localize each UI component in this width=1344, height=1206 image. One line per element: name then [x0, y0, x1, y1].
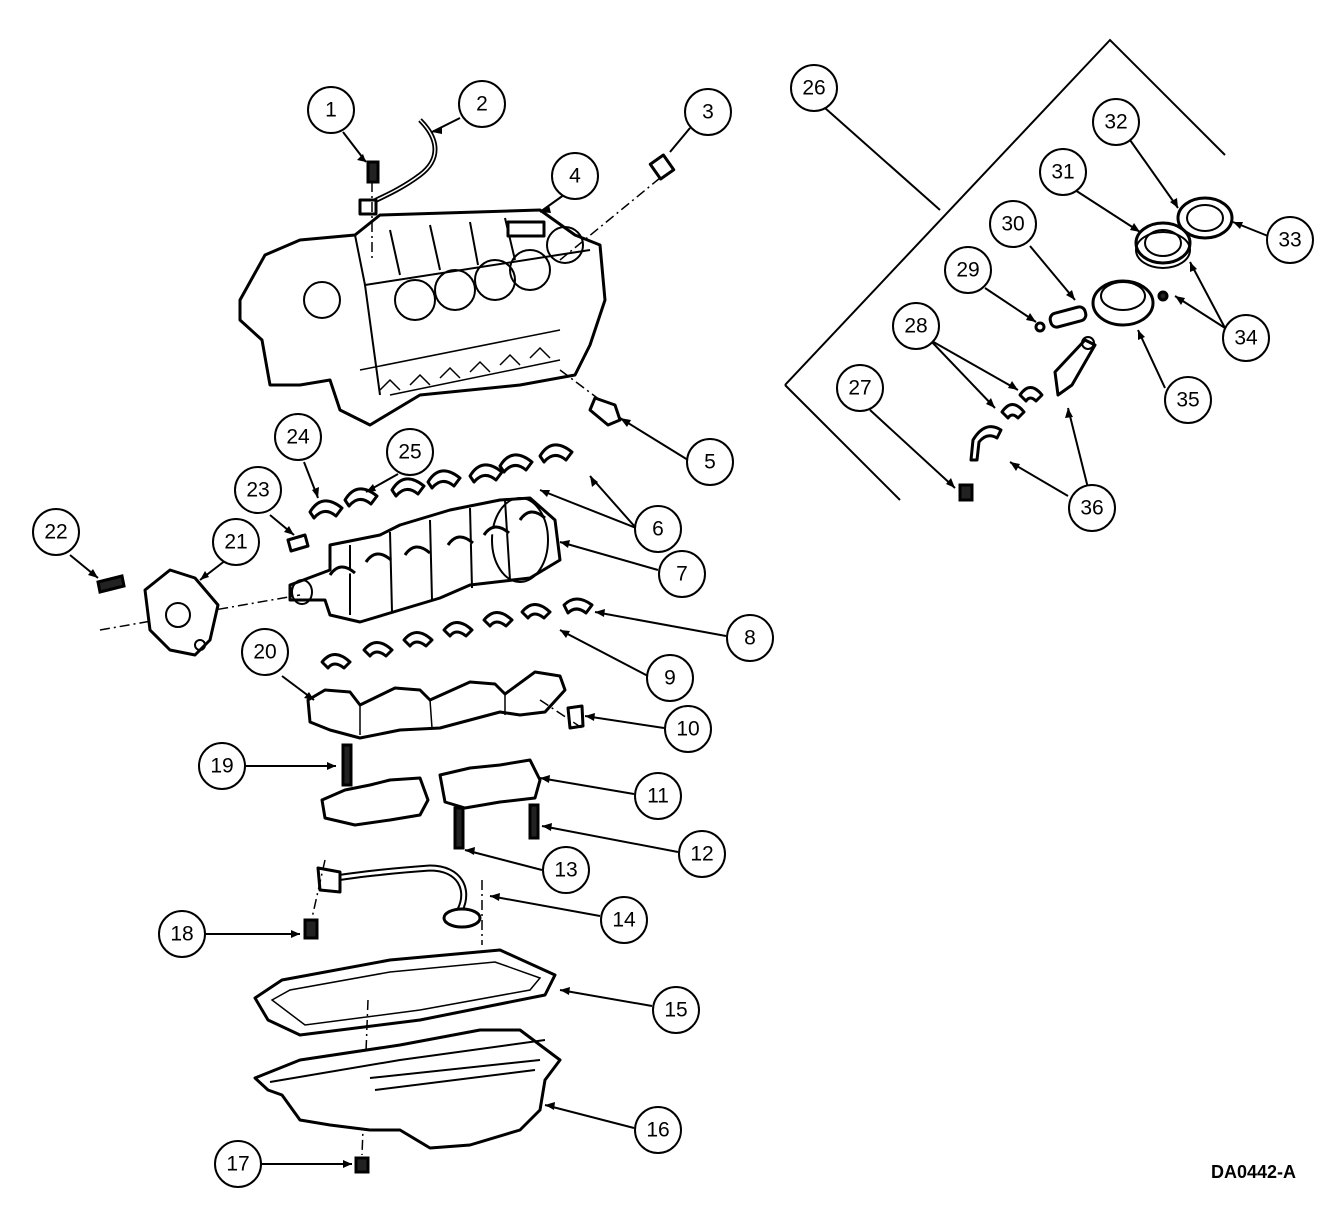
callout-3: 3 — [684, 88, 732, 136]
svg-text:5: 5 — [704, 451, 716, 474]
callout-27: 27 — [836, 364, 884, 412]
svg-text:29: 29 — [956, 259, 979, 282]
callout-20: 20 — [241, 628, 289, 676]
svg-text:36: 36 — [1080, 497, 1103, 520]
callout-15: 15 — [652, 986, 700, 1034]
callout-29: 29 — [944, 246, 992, 294]
oil-pump — [143, 568, 220, 657]
crank-key — [286, 533, 310, 553]
svg-text:10: 10 — [676, 718, 699, 741]
oil-pan — [253, 1028, 562, 1150]
svg-text:4: 4 — [569, 165, 581, 188]
girdle-stud — [528, 803, 540, 840]
callout-19: 19 — [198, 742, 246, 790]
crankshaft — [288, 496, 562, 624]
callout-34: 34 — [1222, 314, 1270, 362]
svg-text:30: 30 — [1001, 213, 1024, 236]
callout-2: 2 — [458, 80, 506, 128]
callout-1: 1 — [307, 86, 355, 134]
svg-text:13: 13 — [554, 859, 577, 882]
oil-pan-drain-plug — [354, 1156, 370, 1174]
callout-23: 23 — [234, 466, 282, 514]
svg-text:2: 2 — [476, 93, 488, 116]
callout-21: 21 — [212, 518, 260, 566]
dowel — [566, 704, 585, 730]
svg-text:14: 14 — [612, 909, 636, 932]
svg-text:15: 15 — [664, 999, 687, 1022]
main-cap-bolt — [341, 743, 353, 787]
svg-text:28: 28 — [904, 315, 927, 338]
lower-main-bearings — [320, 603, 552, 670]
oil-pump-bolt — [96, 574, 126, 594]
callout-11: 11 — [634, 772, 682, 820]
callout-28: 28 — [892, 302, 940, 350]
svg-text:34: 34 — [1234, 327, 1258, 350]
leader-lines — [69, 107, 1269, 1168]
svg-text:24: 24 — [286, 426, 310, 449]
cup-plug — [648, 153, 676, 181]
svg-text:26: 26 — [802, 77, 825, 100]
callout-17: 17 — [214, 1140, 262, 1188]
block-drain-plug — [588, 396, 622, 427]
callout-13: 13 — [542, 846, 590, 894]
svg-text:25: 25 — [398, 441, 421, 464]
figure-code: DA0442-A — [1210, 1162, 1296, 1182]
svg-text:19: 19 — [210, 755, 233, 778]
svg-text:17: 17 — [226, 1153, 249, 1176]
svg-text:8: 8 — [744, 627, 756, 650]
svg-text:1: 1 — [325, 99, 337, 122]
svg-text:35: 35 — [1176, 389, 1199, 412]
callout-8: 8 — [726, 614, 774, 662]
svg-text:11: 11 — [647, 785, 669, 808]
callout-31: 31 — [1039, 148, 1087, 196]
svg-text:18: 18 — [170, 923, 193, 946]
svg-text:6: 6 — [652, 518, 664, 541]
callout-30: 30 — [989, 200, 1037, 248]
oil-pickup-tube — [316, 864, 482, 929]
callout-16: 16 — [634, 1106, 682, 1154]
callout-14: 14 — [600, 896, 648, 944]
svg-text:32: 32 — [1104, 111, 1127, 134]
svg-text:3: 3 — [702, 101, 714, 124]
piston-assembly-inset — [784, 38, 1234, 502]
thrust-washers — [328, 510, 594, 615]
girdle-bolt — [453, 806, 465, 850]
callout-26: 26 — [790, 64, 838, 112]
callout-24: 24 — [274, 413, 322, 461]
svg-text:20: 20 — [253, 641, 276, 664]
callout-6: 6 — [634, 505, 682, 553]
svg-text:23: 23 — [246, 479, 269, 502]
callout-22: 22 — [32, 508, 80, 556]
svg-text:16: 16 — [646, 1119, 669, 1142]
svg-text:21: 21 — [224, 531, 247, 554]
oil-pan-gasket — [253, 948, 557, 1037]
cylinder-block — [238, 208, 607, 427]
dipstick-tube — [358, 118, 438, 216]
callout-12: 12 — [678, 830, 726, 878]
svg-text:27: 27 — [848, 377, 871, 400]
upper-main-bearings — [308, 443, 574, 520]
callout-10: 10 — [664, 705, 712, 753]
svg-text:9: 9 — [664, 667, 676, 690]
main-bearing-caps — [306, 670, 567, 740]
svg-text:22: 22 — [44, 521, 67, 544]
callout-36: 36 — [1068, 484, 1116, 532]
callout-18: 18 — [158, 910, 206, 958]
svg-text:7: 7 — [676, 563, 688, 586]
main-bearing-girdle — [320, 758, 542, 827]
svg-text:33: 33 — [1278, 229, 1301, 252]
callout-4: 4 — [551, 152, 599, 200]
callout-35: 35 — [1164, 376, 1212, 424]
pickup-tube-bolt — [303, 918, 319, 940]
callout-7: 7 — [658, 550, 706, 598]
callout-33: 33 — [1266, 216, 1314, 264]
callout-32: 32 — [1092, 98, 1140, 146]
svg-text:31: 31 — [1051, 161, 1074, 184]
callout-9: 9 — [646, 654, 694, 702]
callout-25: 25 — [386, 428, 434, 476]
svg-text:12: 12 — [690, 843, 713, 866]
callout-5: 5 — [686, 438, 734, 486]
block-bolt — [366, 160, 380, 184]
